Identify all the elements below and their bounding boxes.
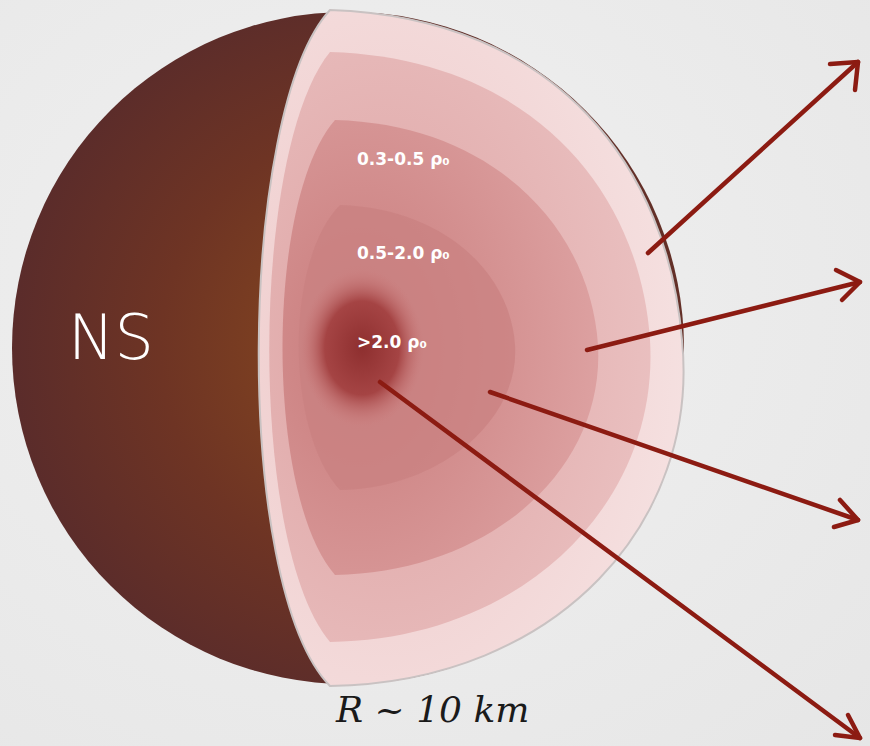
arrow-head bbox=[830, 62, 858, 90]
arrow-head bbox=[834, 500, 858, 527]
arrow-head bbox=[835, 715, 860, 738]
inner-core-layer bbox=[299, 205, 515, 490]
leader-arrow bbox=[490, 392, 858, 520]
density-label: 0.5-2.0 ρ₀ bbox=[357, 244, 450, 263]
radius-label: R ~ 10 km bbox=[336, 690, 529, 730]
density-label: >2.0 ρ₀ bbox=[357, 333, 427, 352]
leader-arrow bbox=[380, 382, 860, 738]
density-label: 0.3-0.5 ρ₀ bbox=[357, 150, 450, 169]
star-label: NS bbox=[68, 304, 154, 372]
leader-arrow bbox=[587, 282, 860, 350]
arrow-head bbox=[836, 270, 860, 300]
outer-crust-layer bbox=[259, 10, 684, 686]
leader-arrow bbox=[648, 62, 858, 253]
